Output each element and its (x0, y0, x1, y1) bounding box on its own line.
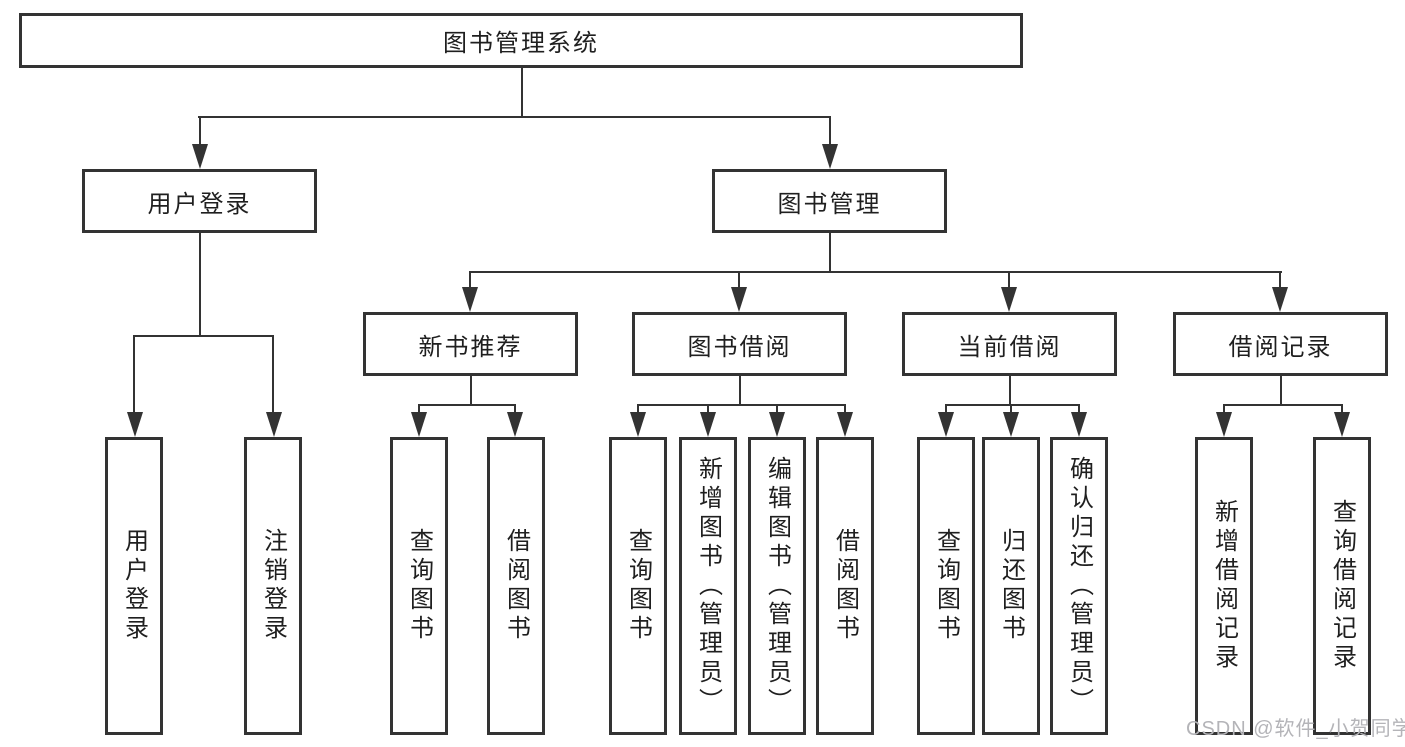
arrow-down-icon (1071, 412, 1087, 437)
connector-stem (776, 406, 778, 414)
connector-stem-current-borrow (1008, 273, 1010, 289)
arrow-down-icon (1003, 412, 1019, 437)
arrow-down-icon (266, 412, 282, 437)
node-book-borrow-label: 图书借阅 (687, 333, 792, 361)
node-leaf-label: 查询图书 (405, 528, 433, 644)
node-leaf-borrow-books: 借阅图书 (816, 437, 874, 735)
arrow-down-icon (630, 412, 646, 437)
connector-stem-book-borrow (738, 273, 740, 289)
arrow-down-icon (822, 144, 838, 169)
node-leaf-add-borrow-record: 新增借阅记录 (1195, 437, 1253, 735)
connector-stem (945, 406, 947, 414)
node-leaf-label: 新增图书（管理员） (694, 455, 722, 717)
node-current-borrow: 当前借阅 (902, 312, 1117, 376)
connector-stem-new-book (469, 273, 471, 289)
node-user-login-label: 用户登录 (147, 190, 252, 218)
watermark-text: CSDN @软件_小贺同学 (1186, 718, 1405, 740)
arrow-down-icon (507, 412, 523, 437)
node-leaf-add-books-admin: 新增图书（管理员） (679, 437, 737, 735)
arrow-down-icon (769, 412, 785, 437)
node-new-book-recommend-label: 新书推荐 (418, 333, 523, 361)
node-leaf-user-login: 用户登录 (105, 437, 163, 735)
connector-stem (1010, 406, 1012, 414)
node-leaf-label: 编辑图书（管理员） (763, 455, 791, 717)
connector-new-book-vertical (470, 376, 472, 406)
arrow-down-icon (462, 287, 478, 312)
node-current-borrow-label: 当前借阅 (957, 333, 1062, 361)
node-leaf-label: 借阅图书 (502, 528, 530, 644)
connector-book-borrow-horizontal (637, 404, 846, 406)
node-leaf-borrow-books-recommend: 借阅图书 (487, 437, 545, 735)
connector-current-borrow-vertical (1009, 376, 1011, 406)
node-leaf-confirm-return-admin: 确认归还（管理员） (1050, 437, 1108, 735)
node-leaf-logout-label: 注销登录 (259, 528, 287, 644)
node-leaf-return-books: 归还图书 (982, 437, 1040, 735)
node-leaf-label: 确认归还（管理员） (1065, 455, 1093, 717)
connector-level2-horizontal (198, 116, 831, 118)
node-leaf-label: 查询图书 (932, 528, 960, 644)
node-leaf-query-books-recommend: 查询图书 (390, 437, 448, 735)
arrow-down-icon (938, 412, 954, 437)
node-root: 图书管理系统 (19, 13, 1023, 68)
arrow-down-icon (1216, 412, 1232, 437)
node-book-borrow: 图书借阅 (632, 312, 847, 376)
connector-stem (844, 406, 846, 414)
connector-stem-borrow-records (1279, 273, 1281, 289)
node-leaf-label: 归还图书 (997, 528, 1025, 644)
arrow-down-icon (700, 412, 716, 437)
node-user-login: 用户登录 (82, 169, 317, 233)
connector-user-login-vertical (199, 233, 201, 337)
node-leaf-query-borrow-record: 查询借阅记录 (1313, 437, 1371, 735)
node-leaf-label: 查询图书 (624, 528, 652, 644)
node-leaf-user-login-label: 用户登录 (120, 528, 148, 644)
arrow-down-icon (731, 287, 747, 312)
connector-stem-logout-leaf (272, 337, 274, 414)
connector-stem (707, 406, 709, 414)
connector-stem (637, 406, 639, 414)
connector-book-borrow-vertical (739, 376, 741, 406)
node-leaf-label: 借阅图书 (831, 528, 859, 644)
node-new-book-recommend: 新书推荐 (363, 312, 578, 376)
arrow-down-icon (1001, 287, 1017, 312)
connector-level3-horizontal (469, 271, 1282, 273)
arrow-down-icon (1272, 287, 1288, 312)
connector-new-book-horizontal (418, 404, 516, 406)
connector-borrow-records-vertical (1280, 376, 1282, 406)
node-leaf-query-books-current: 查询图书 (917, 437, 975, 735)
node-leaf-label: 查询借阅记录 (1328, 499, 1356, 673)
connector-stem-user-login (199, 118, 201, 146)
connector-stem (514, 406, 516, 414)
node-book-management-label: 图书管理 (777, 190, 882, 218)
node-root-label: 图书管理系统 (443, 30, 599, 57)
connector-stem (418, 406, 420, 414)
connector-stem-book-management (829, 118, 831, 146)
connector-current-borrow-horizontal (945, 404, 1080, 406)
arrow-down-icon (1334, 412, 1350, 437)
connector-book-management-vertical (829, 233, 831, 273)
arrow-down-icon (127, 412, 143, 437)
node-leaf-query-books-borrow: 查询图书 (609, 437, 667, 735)
node-borrow-records-label: 借阅记录 (1228, 333, 1333, 361)
arrow-down-icon (411, 412, 427, 437)
node-leaf-label: 新增借阅记录 (1210, 499, 1238, 673)
connector-borrow-records-horizontal (1223, 404, 1343, 406)
connector-root-vertical (521, 68, 523, 118)
node-book-management: 图书管理 (712, 169, 947, 233)
connector-stem-login-leaf (133, 337, 135, 414)
node-leaf-edit-books-admin: 编辑图书（管理员） (748, 437, 806, 735)
connector-stem (1223, 406, 1225, 414)
connector-stem (1341, 406, 1343, 414)
connector-stem (1078, 406, 1080, 414)
arrow-down-icon (192, 144, 208, 169)
connector-user-login-horizontal (133, 335, 274, 337)
arrow-down-icon (837, 412, 853, 437)
node-leaf-logout: 注销登录 (244, 437, 302, 735)
node-borrow-records: 借阅记录 (1173, 312, 1388, 376)
